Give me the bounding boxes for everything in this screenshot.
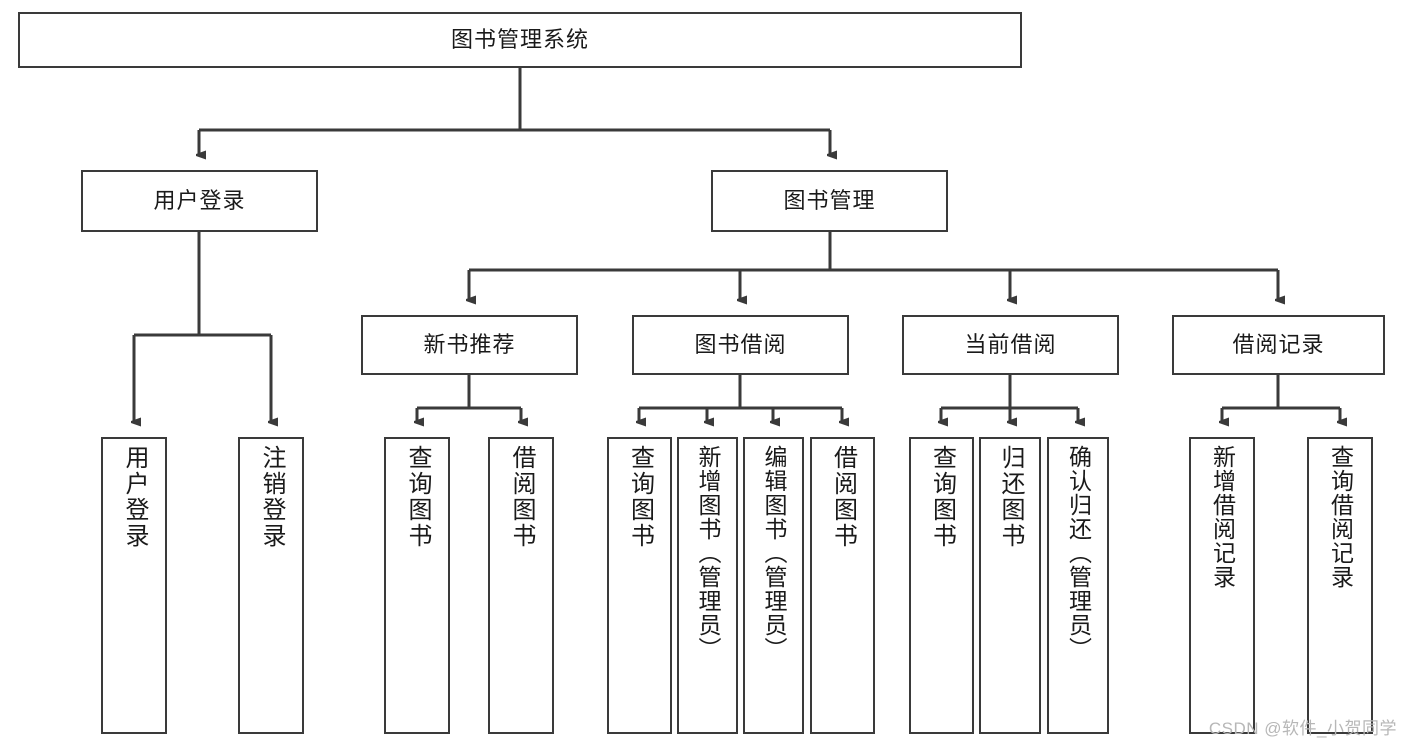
node-leaf-return-book[interactable]: 归还图书: [979, 437, 1041, 734]
node-label: 查询图书: [404, 445, 431, 549]
node-leaf-edit-book-admin[interactable]: 编辑图书（管理员）: [743, 437, 804, 734]
csdn-watermark: CSDN @软件_小贺同学: [1208, 719, 1397, 738]
node-leaf-add-borrow-record[interactable]: 新增借阅记录: [1189, 437, 1255, 734]
node-book-borrow[interactable]: 图书借阅: [632, 315, 849, 375]
node-leaf-query-book-borrow[interactable]: 查询图书: [607, 437, 672, 734]
node-label: 图书管理系统: [450, 27, 589, 53]
node-label: 新增借阅记录: [1209, 445, 1236, 589]
node-leaf-confirm-return-admin[interactable]: 确认归还（管理员）: [1047, 437, 1109, 734]
node-label: 借阅图书: [508, 445, 535, 549]
node-label: 借阅记录: [1232, 332, 1325, 358]
node-label: 注销登录: [258, 445, 285, 549]
node-label: 查询图书: [928, 445, 956, 549]
node-leaf-user-login[interactable]: 用户登录: [101, 437, 167, 734]
node-leaf-query-book-recommend[interactable]: 查询图书: [384, 437, 450, 734]
node-leaf-borrow-book-recommend[interactable]: 借阅图书: [488, 437, 554, 734]
node-leaf-query-book-current[interactable]: 查询图书: [909, 437, 974, 734]
node-label: 确认归还（管理员）: [1065, 445, 1092, 661]
node-book-management[interactable]: 图书管理: [711, 170, 948, 232]
node-label: 查询图书: [626, 445, 654, 549]
node-label: 借阅图书: [829, 445, 857, 549]
node-label: 用户登录: [121, 445, 148, 549]
node-label: 图书管理: [783, 188, 876, 214]
node-leaf-logout-login[interactable]: 注销登录: [238, 437, 304, 734]
node-label: 当前借阅: [964, 332, 1057, 358]
node-current-borrow[interactable]: 当前借阅: [902, 315, 1119, 375]
node-label: 新增图书（管理员）: [695, 445, 721, 661]
node-label: 用户登录: [153, 188, 246, 214]
node-label: 查询借阅记录: [1327, 445, 1354, 589]
node-label: 归还图书: [997, 445, 1024, 549]
node-label: 新书推荐: [423, 332, 516, 358]
node-user-login[interactable]: 用户登录: [81, 170, 318, 232]
node-borrow-record[interactable]: 借阅记录: [1172, 315, 1385, 375]
node-leaf-borrow-book[interactable]: 借阅图书: [810, 437, 875, 734]
node-label: 图书借阅: [694, 332, 787, 358]
node-leaf-add-book-admin[interactable]: 新增图书（管理员）: [677, 437, 738, 734]
node-label: 编辑图书（管理员）: [761, 445, 787, 661]
node-leaf-query-borrow-record[interactable]: 查询借阅记录: [1307, 437, 1373, 734]
node-root-book-management-system[interactable]: 图书管理系统: [18, 12, 1022, 68]
node-new-book-recommend[interactable]: 新书推荐: [361, 315, 578, 375]
